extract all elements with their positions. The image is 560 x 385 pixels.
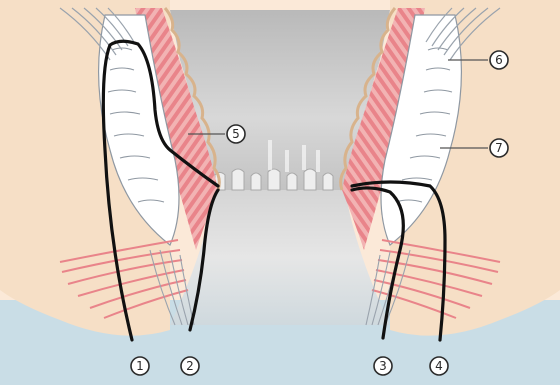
svg-text:4: 4 bbox=[435, 359, 443, 373]
label-1: 1 bbox=[131, 357, 149, 375]
svg-text:3: 3 bbox=[379, 359, 387, 373]
label-3: 3 bbox=[374, 357, 392, 375]
label-5: 5 bbox=[227, 125, 245, 143]
svg-text:5: 5 bbox=[232, 127, 240, 141]
label-7: 7 bbox=[490, 139, 508, 157]
label-4: 4 bbox=[430, 357, 448, 375]
label-6: 6 bbox=[490, 51, 508, 69]
svg-text:6: 6 bbox=[495, 53, 503, 67]
rectal-columns bbox=[215, 169, 333, 190]
label-2: 2 bbox=[181, 357, 199, 375]
svg-text:2: 2 bbox=[186, 359, 194, 373]
svg-text:7: 7 bbox=[495, 141, 503, 155]
svg-text:1: 1 bbox=[136, 359, 144, 373]
